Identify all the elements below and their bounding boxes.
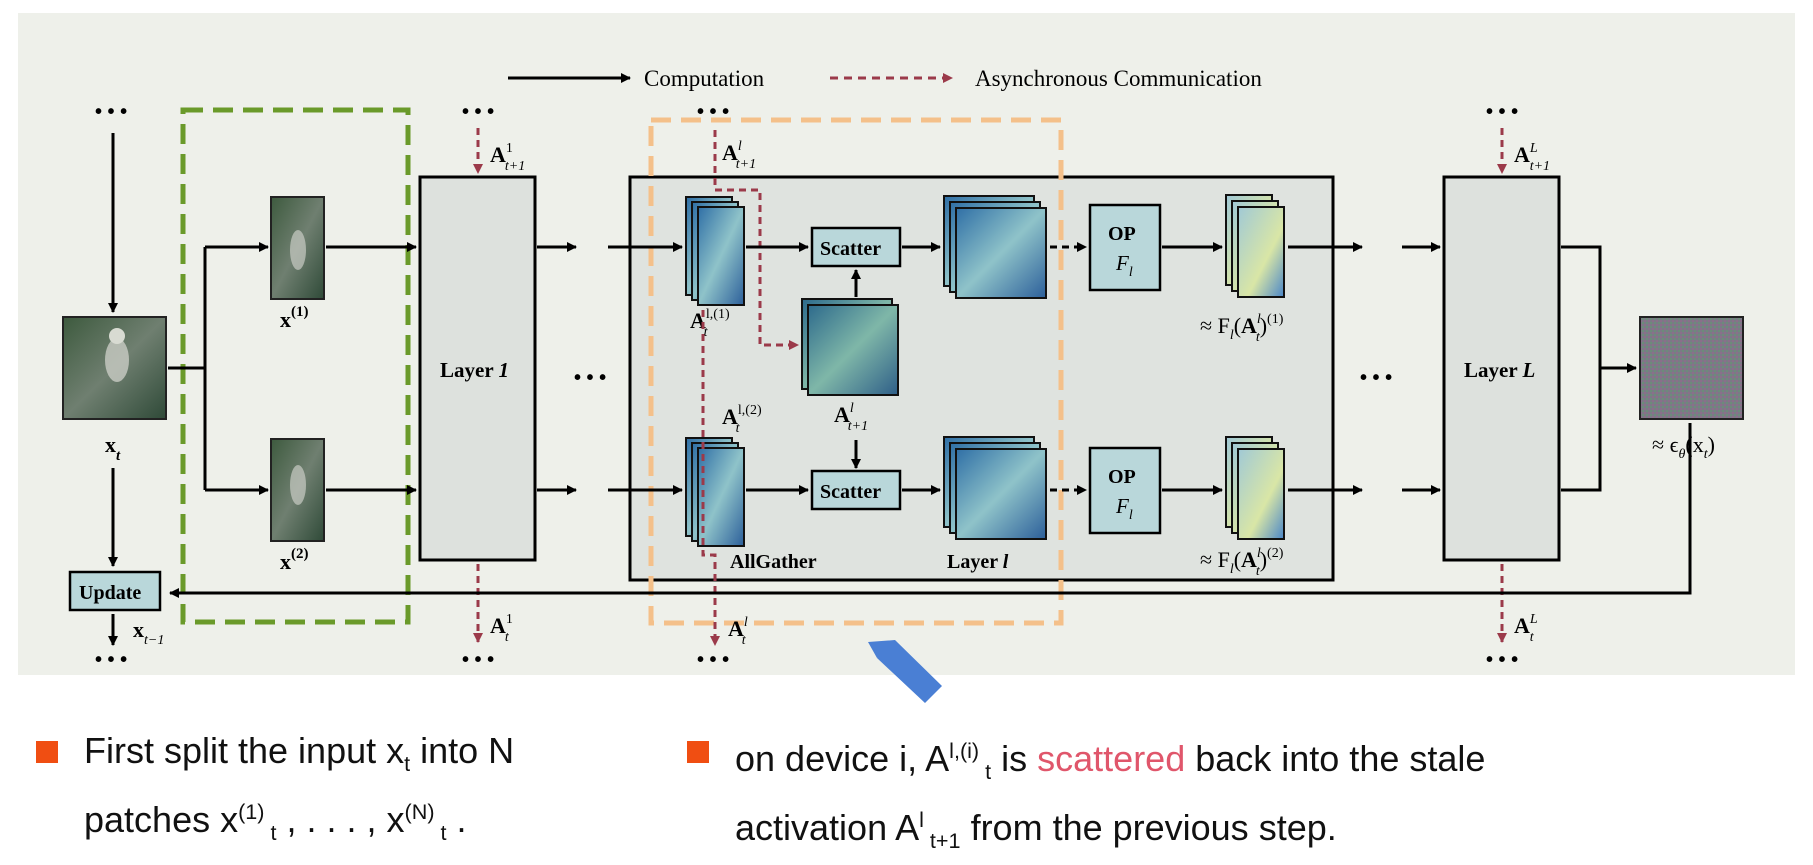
bullet-2: on device i, Al,(i) t is scattered back … <box>687 727 1486 865</box>
result-bottom-stack <box>1225 436 1285 540</box>
patch-2-image <box>270 438 325 542</box>
bullet-square-icon <box>36 741 58 763</box>
noise-output-label: ≈ ϵθ(xt) <box>1652 432 1715 462</box>
bullet-1-line-1: First split the input xt into N <box>84 730 515 777</box>
input-image <box>62 316 167 420</box>
patch-1-image <box>270 196 325 300</box>
feedback-line <box>169 423 1692 598</box>
ellipsis-top-layerL: • • • <box>1486 101 1518 123</box>
ellipsis-mid-2: • • • <box>1360 367 1392 389</box>
activation-patch-2-label: Al,(2)t <box>722 403 762 436</box>
ellipsis-bottom-layer-l: • • • <box>697 649 729 671</box>
allgather-label: AllGather <box>730 551 817 573</box>
activation-patch-2-stack <box>685 437 745 547</box>
ellipsis-top-layer-l: • • • <box>697 101 729 123</box>
ellipsis-bottom-layerL: • • • <box>1486 649 1518 671</box>
op-label-bottom: OP <box>1108 466 1136 488</box>
result-top-stack <box>1225 194 1285 298</box>
update-label: Update <box>79 582 141 604</box>
layer-1-box <box>418 175 537 562</box>
layer-l-output-top-stack <box>943 195 1047 299</box>
legend-computation-label: Computation <box>644 66 765 91</box>
patch-2-label: x(2) <box>280 546 309 574</box>
patch-1-label: x(1) <box>280 304 309 332</box>
bullet-square-icon <box>687 741 709 763</box>
async-allgather-line <box>701 310 720 646</box>
scatter-highlight <box>648 117 1064 626</box>
op-label-top: OP <box>1108 223 1136 245</box>
bullet-1-line-2: patches x(1) t , . . . , x(N) t . <box>84 799 467 846</box>
scatter-box-bottom <box>810 469 902 511</box>
ellipsis-bottom-input: • • • <box>95 649 127 671</box>
input-label: xt <box>105 432 121 464</box>
op-box-bottom <box>1088 446 1162 535</box>
async-stale-to-center <box>713 130 799 350</box>
layer-1-label: Layer 1 <box>440 358 509 382</box>
ellipsis-mid-1: • • • <box>574 367 606 389</box>
bullet-2-line-1: on device i, Al,(i) t is scattered back … <box>735 738 1486 785</box>
bullet-section: First split the input xt into N patches … <box>0 727 1813 853</box>
op-fn-bottom: Fl <box>1115 494 1133 523</box>
pointer-arrow-icon <box>868 640 942 703</box>
ellipsis-bottom-layer1: • • • <box>462 649 494 671</box>
update-output-label: xt−1 <box>133 617 164 648</box>
layer-L-label: Layer L <box>1464 358 1535 382</box>
ellipsis-top-input: • • • <box>95 101 127 123</box>
layer-L-box <box>1442 175 1561 562</box>
legend: Computation Asynchronous Communication <box>508 66 1262 91</box>
ellipsis-top-layer1: • • • <box>462 101 494 123</box>
activation-patch-1-stack <box>685 196 745 306</box>
architecture-diagram: Computation Asynchronous Communication •… <box>18 13 1795 703</box>
scatter-label-top: Scatter <box>820 238 881 260</box>
bullet-1: First split the input xt into N patches … <box>36 727 515 857</box>
bullet-2-line-2: activation Al t+1 from the previous step… <box>735 807 1337 854</box>
patch-split-highlight <box>180 107 411 625</box>
layer-l-output-bottom-stack <box>943 436 1047 540</box>
noise-output-image <box>1639 316 1744 420</box>
op-box-top <box>1088 203 1162 292</box>
scattered-highlight: scattered <box>1037 738 1186 779</box>
scatter-label-bottom: Scatter <box>820 481 881 503</box>
op-fn-top: Fl <box>1115 251 1133 280</box>
update-box <box>68 570 162 612</box>
legend-async-label: Asynchronous Communication <box>975 66 1262 91</box>
scatter-box-top <box>810 226 902 268</box>
stale-activation-stack <box>801 298 899 396</box>
layer-l-label: Layer l <box>947 551 1009 573</box>
